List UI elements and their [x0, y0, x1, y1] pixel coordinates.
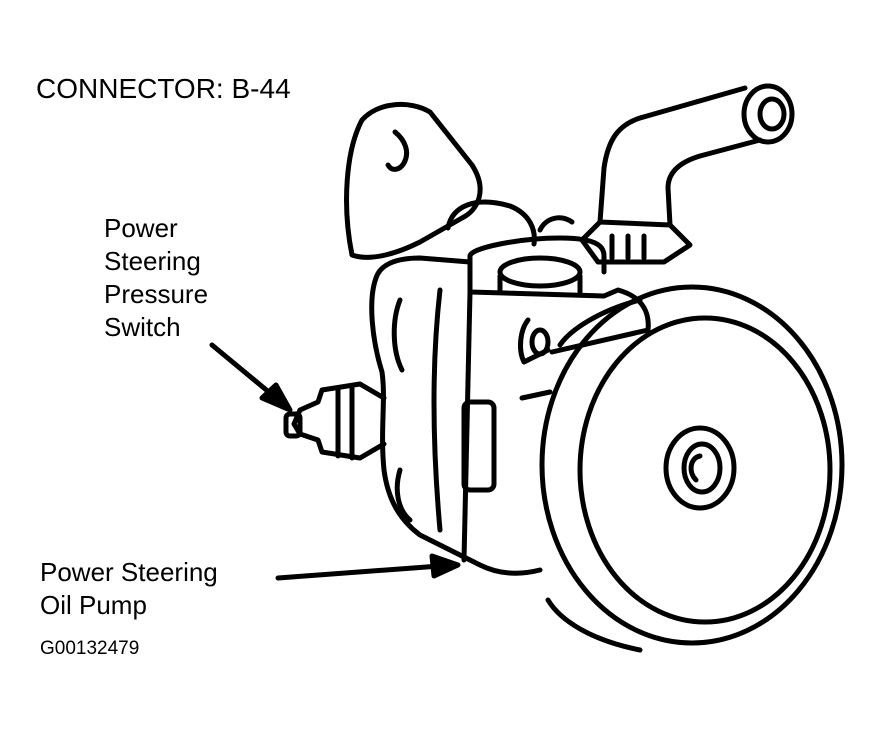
- pressure-switch-label-line: Power: [104, 213, 178, 243]
- pressure-switch-label: Power Steering Pressure Switch: [104, 212, 208, 344]
- mounting-bracket: [344, 101, 483, 260]
- oil-pump-label: Power Steering Oil Pump: [40, 556, 218, 622]
- pressure-switch-label-line: Steering: [104, 246, 201, 276]
- outlet-pipe: [579, 83, 795, 265]
- oil-pump-arrow: [275, 553, 461, 581]
- pressure-switch-body: [283, 381, 387, 461]
- figure-id: G00132479: [40, 638, 140, 659]
- reservoir-cap: [445, 199, 607, 295]
- pressure-switch-arrow: [209, 342, 293, 413]
- oil-pump-label-line: Oil Pump: [40, 590, 147, 620]
- pressure-switch-label-line: Switch: [104, 312, 181, 342]
- connector-title: CONNECTOR: B-44: [36, 73, 291, 104]
- pressure-switch-label-line: Pressure: [104, 279, 209, 309]
- oil-pump-label-line: Power Steering: [40, 557, 218, 587]
- pulley: [539, 284, 845, 653]
- pump-housing: [369, 255, 651, 576]
